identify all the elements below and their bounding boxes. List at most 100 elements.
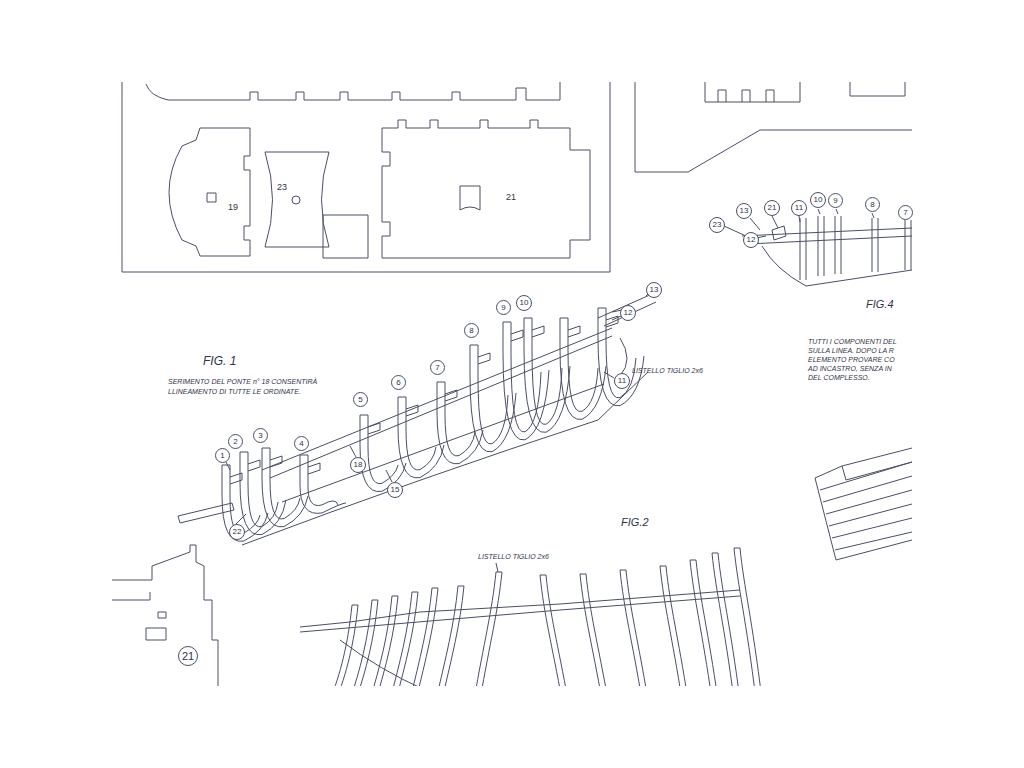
part-number: 21 bbox=[506, 193, 516, 203]
rib bbox=[696, 560, 718, 686]
callout-text: 7 bbox=[435, 364, 439, 372]
drawing-line bbox=[122, 82, 610, 272]
drawing-line bbox=[265, 152, 329, 247]
callout-number: 23 bbox=[709, 217, 725, 233]
rib bbox=[390, 592, 412, 686]
part-number: 23 bbox=[277, 183, 287, 193]
frame-outline bbox=[598, 308, 644, 406]
frame-inner bbox=[406, 409, 436, 470]
frame-outline bbox=[437, 382, 483, 464]
frame-outline bbox=[262, 448, 308, 527]
callout-number: 8 bbox=[865, 197, 880, 212]
frame-outline bbox=[503, 322, 549, 440]
frame-tab bbox=[300, 455, 320, 474]
drawing-line bbox=[772, 226, 786, 240]
callout-text: 9 bbox=[501, 304, 505, 312]
note-text: SULLA LINEA. DOPO LA R bbox=[808, 347, 894, 355]
drawing-line bbox=[158, 612, 166, 618]
rib-top bbox=[352, 605, 358, 606]
rib bbox=[546, 575, 568, 686]
rib bbox=[734, 548, 756, 686]
frame-tab bbox=[470, 345, 490, 364]
drawing-line bbox=[762, 246, 912, 286]
rib bbox=[580, 574, 602, 686]
fig2-hull bbox=[300, 548, 762, 686]
drawing-line bbox=[850, 82, 905, 96]
callout-text: 9 bbox=[833, 197, 837, 205]
callout-number: 9 bbox=[828, 193, 843, 208]
rib bbox=[396, 592, 418, 686]
callout-number: 9 bbox=[496, 300, 511, 315]
drawing-line bbox=[635, 82, 912, 172]
callout-number: 2 bbox=[228, 434, 243, 449]
drawing-line bbox=[262, 328, 612, 470]
callout-text: 23 bbox=[713, 221, 722, 229]
rib bbox=[350, 600, 372, 686]
drawing-line bbox=[282, 384, 604, 502]
frame-tab bbox=[262, 448, 282, 467]
callout-text: 4 bbox=[299, 440, 303, 448]
callout-text: 2 bbox=[233, 438, 237, 446]
rib-top bbox=[458, 586, 464, 587]
callout-text: 22 bbox=[233, 528, 242, 536]
frame-outline bbox=[222, 465, 268, 541]
frame-inner bbox=[270, 460, 300, 519]
callout-number: 10 bbox=[516, 295, 532, 311]
note-text: DEL COMPLESSO. bbox=[808, 374, 870, 382]
drawing-line bbox=[178, 503, 234, 523]
callout-number: 15 bbox=[387, 482, 403, 498]
callout-text: 7 bbox=[903, 209, 907, 217]
callout-number: 22 bbox=[229, 524, 245, 540]
rib-top bbox=[690, 560, 696, 561]
callout-number: 3 bbox=[253, 428, 268, 443]
drawing-line bbox=[742, 228, 912, 236]
rib bbox=[474, 572, 496, 686]
frame-tab bbox=[398, 397, 418, 416]
rib-top bbox=[712, 553, 718, 554]
rib-top bbox=[372, 600, 378, 601]
drawing-line bbox=[800, 216, 911, 280]
drawing-line bbox=[169, 128, 250, 256]
callout-number: 13 bbox=[736, 203, 752, 219]
callout-text: 13 bbox=[740, 207, 749, 215]
drawing-line bbox=[748, 236, 912, 244]
rib-top bbox=[432, 588, 438, 589]
rib-top bbox=[496, 572, 502, 573]
callout-number: 11 bbox=[614, 373, 630, 389]
callout-number: 7 bbox=[898, 205, 913, 220]
callout-text: 5 bbox=[358, 396, 362, 404]
frame-tab bbox=[524, 318, 544, 337]
callout-number: 12 bbox=[620, 305, 636, 321]
figure-title: FIG. 1 bbox=[203, 355, 236, 368]
drawing-line bbox=[842, 462, 912, 480]
rib-top bbox=[392, 596, 398, 597]
frame-outline bbox=[470, 345, 516, 452]
callout-number: 21 bbox=[764, 200, 780, 216]
drawing-line bbox=[242, 372, 648, 545]
rib-top bbox=[580, 574, 586, 575]
frame-tab bbox=[437, 382, 457, 401]
callout-number: 8 bbox=[464, 323, 479, 338]
callout-text: 12 bbox=[624, 309, 633, 317]
rib bbox=[540, 575, 562, 686]
callout-number: 18 bbox=[350, 457, 366, 473]
fig4-profile bbox=[724, 209, 912, 286]
drawing-line bbox=[460, 186, 480, 210]
note-text: AD INCASTRO, SENZA IN bbox=[808, 365, 892, 373]
parts-sheet bbox=[122, 82, 610, 272]
drawing-line bbox=[323, 215, 368, 258]
rib bbox=[330, 605, 352, 686]
frame-tab bbox=[598, 308, 618, 327]
callout-number: 1 bbox=[215, 448, 230, 463]
rib-top bbox=[620, 570, 626, 571]
callout-number: 4 bbox=[294, 436, 309, 451]
frame-tab bbox=[503, 322, 523, 341]
drawing-line bbox=[146, 82, 560, 100]
frame-inner bbox=[511, 334, 541, 432]
callout-text: 15 bbox=[391, 486, 400, 494]
callout-number: 13 bbox=[646, 282, 662, 298]
callout-text: 6 bbox=[396, 379, 400, 387]
callout-text: 8 bbox=[469, 327, 473, 335]
callout-number: 12 bbox=[743, 232, 759, 248]
